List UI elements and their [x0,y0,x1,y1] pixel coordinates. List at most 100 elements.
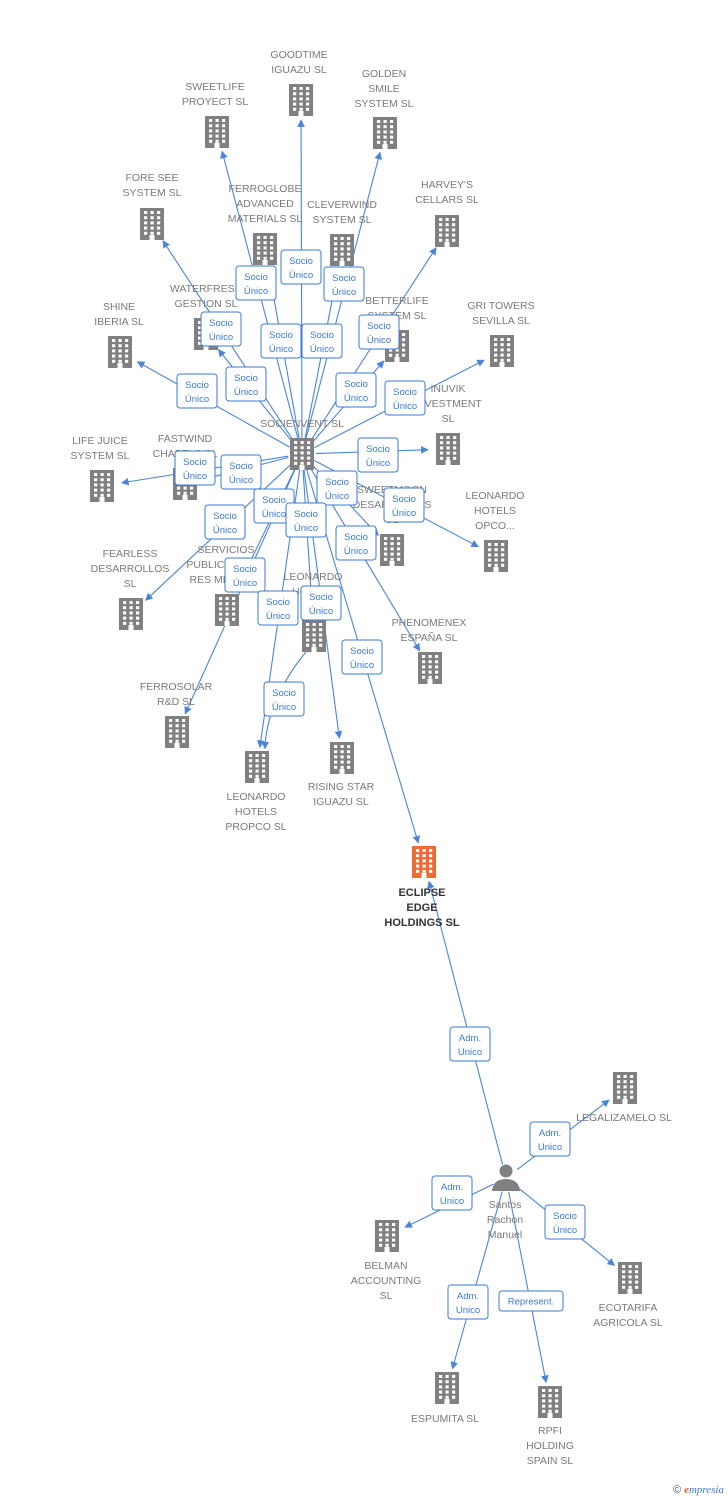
empresia-logo[interactable]: ©empresia [673,1484,724,1496]
node-label-line: BELMAN [364,1260,407,1272]
edge-label-line: Único [209,332,233,343]
building-icon [289,84,313,116]
building-icon [165,716,189,748]
copyright-symbol: © [672,1484,682,1496]
edge-label-line: Adm. [459,1033,481,1044]
edge-label-box [357,437,399,473]
edge-label-box [285,502,327,538]
edge-label-santos-to-eclipse[interactable]: Adm.Unico [449,1026,491,1062]
node-label-line: ESPUMITA SL [411,1413,479,1425]
node-label-line: IBERIA SL [94,316,144,328]
edge-label-box [176,373,218,409]
building-icon [490,335,514,367]
building-icon [613,1072,637,1104]
edge-label-line: Único [344,546,368,557]
node-socienvent[interactable]: SOCIENVENT SL [260,418,344,470]
edge-label-santos-to-espumita[interactable]: Adm.Unico [447,1284,489,1320]
node-espumita[interactable]: ESPUMITA SL [411,1372,479,1425]
edge-label-box [225,366,267,402]
edge-label-box [335,372,377,408]
node-label-espumita: ESPUMITA SL [411,1413,479,1425]
edge-label-line: Socio [367,321,391,332]
edge-label-santos-to-belman[interactable]: Adm.Unico [431,1175,473,1211]
building-icon [373,117,397,149]
edge-label-box [257,590,299,626]
node-label-line: SL [442,413,455,425]
edge-label-line: Único [213,525,237,536]
edge-label-box [280,249,322,285]
edge-santos-to-eclipse [427,880,504,1165]
node-label-line: INVESTMENT [414,398,482,410]
edge-label-line: Único [367,335,391,346]
edge-label-line: Socio [289,256,313,267]
edge-label-line: Socio [366,444,390,455]
node-legalizamelo[interactable]: LEGALIZAMELO SL [576,1072,672,1124]
building-icon [302,620,326,652]
edge-label-text: Adm.Unico [440,1182,464,1207]
node-label-line: GOODTIME [270,49,327,61]
edge-label-box [529,1121,571,1157]
edge-label-santos-to-rpfi[interactable]: Represent. [498,1290,564,1312]
edge-label-santos-to-legalizamelo[interactable]: Adm.Unico [529,1121,571,1157]
edge-label-box [224,557,266,593]
node-label-line: R&D SL [157,696,195,708]
node-label-line: ESPAÑA SL [400,631,457,644]
node-label-line: ACCOUNTING [351,1275,422,1287]
node-label-socienvent: SOCIENVENT SL [260,418,344,430]
